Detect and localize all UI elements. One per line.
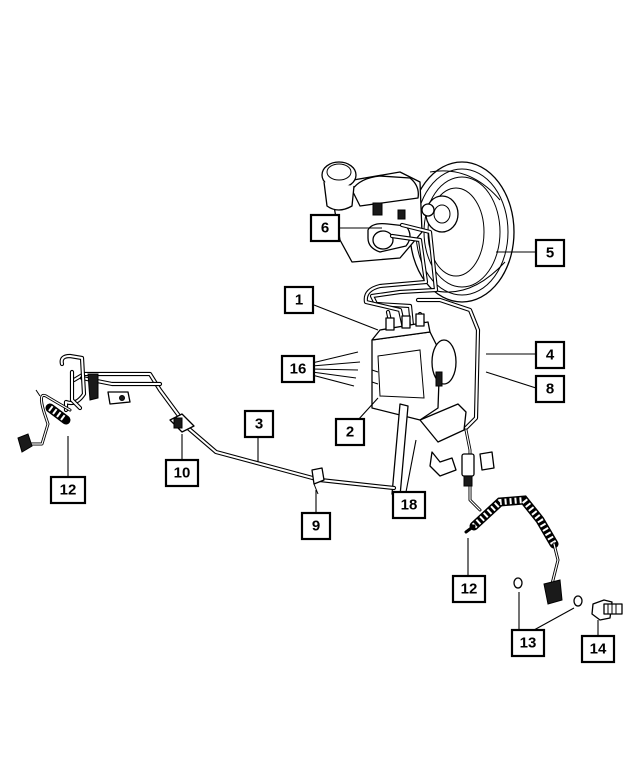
callout-label: 4 [546, 347, 555, 364]
callout-label: 12 [60, 482, 77, 499]
callout-10: 10 [164, 458, 200, 488]
callout-1: 1 [283, 285, 315, 315]
brake-booster [409, 161, 515, 303]
callout-9: 9 [300, 511, 332, 541]
master-cylinder [321, 161, 435, 263]
line-clip [311, 467, 325, 495]
callout-13: 13 [510, 628, 546, 658]
callout-label: 3 [255, 416, 263, 433]
callout-label: 9 [312, 518, 320, 535]
callout-label: 6 [321, 220, 329, 237]
callout-5: 5 [534, 238, 566, 268]
callout-label: 16 [290, 361, 307, 378]
callout-3: 3 [243, 409, 275, 439]
callout-6: 6 [309, 213, 341, 243]
bolt [591, 599, 623, 621]
callout-label: 1 [295, 292, 303, 309]
callout-12-left: 12 [49, 475, 87, 505]
callout-14: 14 [580, 634, 616, 664]
callout-label: 12 [461, 581, 478, 598]
brake-tube-left [59, 353, 397, 491]
callout-label: 10 [174, 465, 191, 482]
callout-label: 18 [401, 497, 418, 514]
callout-16: 16 [280, 354, 316, 384]
callout-label: 14 [590, 641, 607, 658]
mounting-bracket [391, 403, 467, 497]
callout-8: 8 [534, 374, 566, 404]
leader-lines [67, 227, 599, 636]
callout-18: 18 [391, 490, 427, 520]
callout-4: 4 [534, 340, 566, 370]
callout-label: 13 [520, 635, 537, 652]
callout-2: 2 [334, 417, 366, 447]
wheel-speed-sensor-left [17, 389, 72, 453]
callout-12-right: 12 [451, 574, 487, 604]
callout-label: 2 [346, 424, 354, 441]
o-rings [513, 577, 583, 607]
wheel-speed-sensor-right [461, 428, 563, 605]
callout-label: 8 [546, 381, 554, 398]
abs-module [371, 313, 457, 421]
callout-label: 5 [546, 245, 554, 262]
